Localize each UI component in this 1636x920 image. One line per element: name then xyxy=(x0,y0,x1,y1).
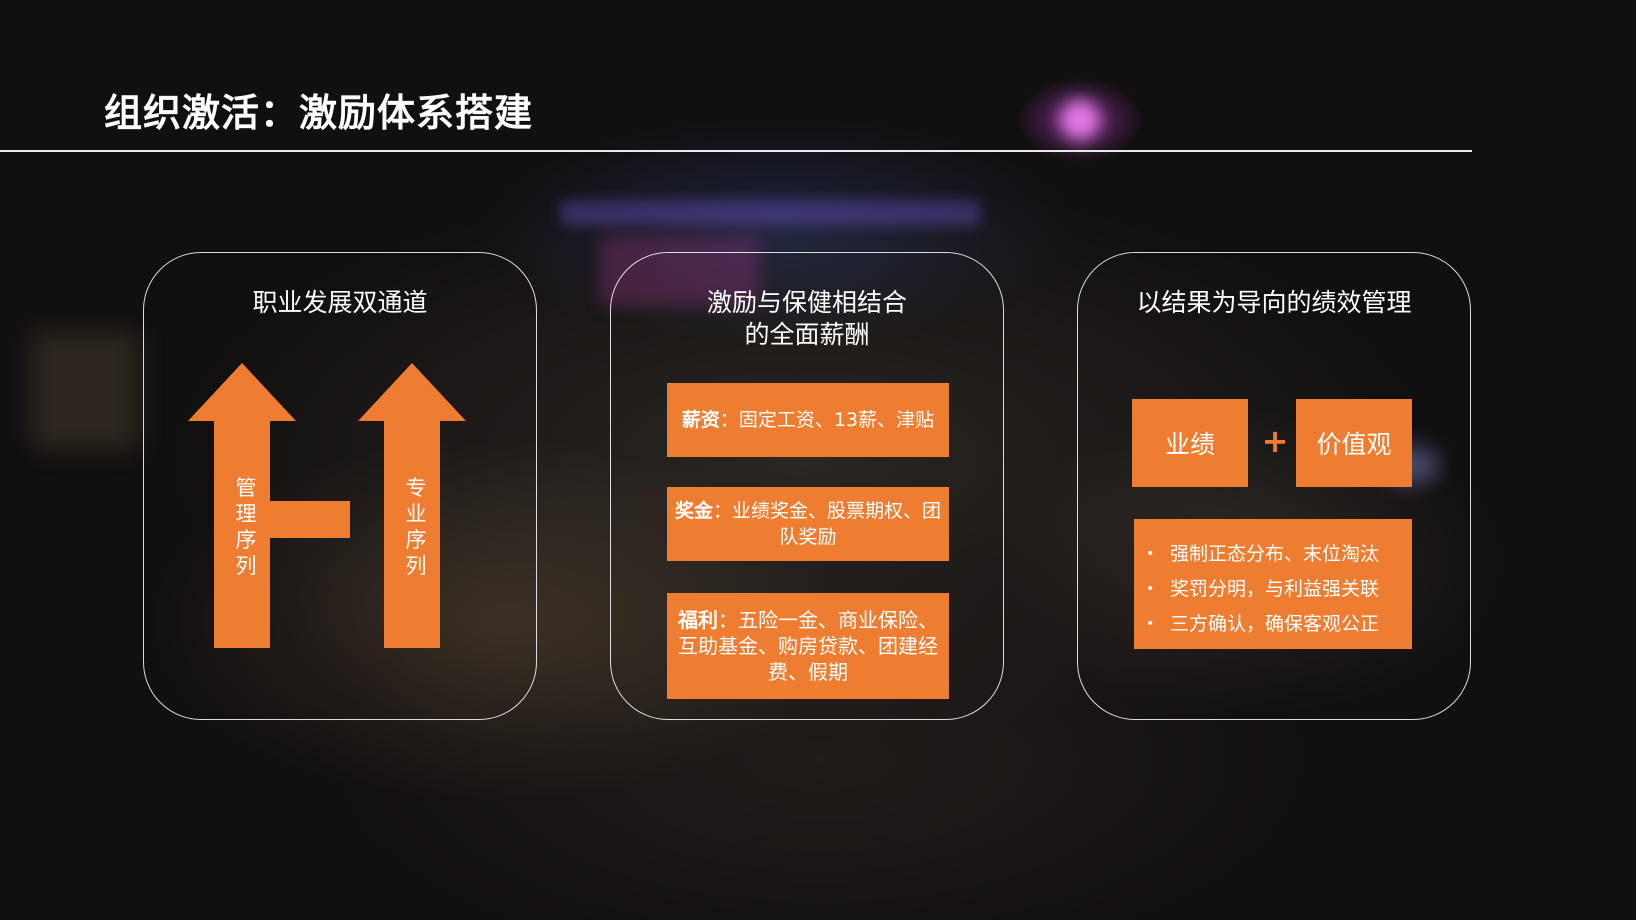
list-item-text: 三方确认，确保客观公正 xyxy=(1170,613,1380,635)
performance-box: 业绩 xyxy=(1132,399,1248,487)
plus-icon: + xyxy=(1261,422,1289,460)
track-char: 管 xyxy=(235,476,257,500)
list-item: • 奖罚分明，与利益强关联 xyxy=(1146,572,1412,607)
list-item: • 强制正态分布、末位淘汰 xyxy=(1146,537,1412,572)
item-label: 奖金 xyxy=(674,500,713,522)
left-arrow xyxy=(188,363,350,648)
item-label: 薪资 xyxy=(681,409,720,431)
track-char: 列 xyxy=(405,554,427,578)
background-light xyxy=(30,330,140,450)
page-title: 组织激活：激励体系搭建 xyxy=(104,91,534,135)
background-light xyxy=(1060,100,1100,140)
track-char: 列 xyxy=(235,554,257,578)
values-box: 价值观 xyxy=(1296,399,1412,487)
compensation-item-salary: 薪资：固定工资、13薪、津贴 xyxy=(667,383,949,457)
item-text: ：固定工资、13薪、津贴 xyxy=(719,409,935,431)
track-char: 业 xyxy=(405,502,427,526)
track-char: 序 xyxy=(235,528,257,552)
panel-total-compensation: 激励与保健相结合 的全面薪酬 薪资：固定工资、13薪、津贴 奖金：业绩奖金、股票… xyxy=(610,252,1004,720)
bullet-icon: • xyxy=(1146,546,1155,562)
track-char: 理 xyxy=(235,502,257,526)
item-text: ：业绩奖金、股票期权、团队奖励 xyxy=(713,500,942,548)
title-divider xyxy=(0,150,1472,152)
bullet-icon: • xyxy=(1146,581,1155,597)
compensation-item-benefits: 福利：五险一金、商业保险、互助基金、购房贷款、团建经费、假期 xyxy=(667,593,949,699)
compensation-item-bonus: 奖金：业绩奖金、股票期权、团队奖励 xyxy=(667,487,949,561)
performance-bullet-list: • 强制正态分布、末位淘汰 • 奖罚分明，与利益强关联 • 三方确认，确保客观公正 xyxy=(1134,519,1412,649)
right-arrow xyxy=(358,363,466,648)
panel-title: 职业发展双通道 xyxy=(252,288,428,317)
item-label: 福利 xyxy=(678,608,718,632)
bullet-icon: • xyxy=(1146,616,1155,632)
h-arrows-graphic xyxy=(188,363,466,648)
item-text: ：五险一金、商业保险、互助基金、购房贷款、团建经费、假期 xyxy=(678,608,938,684)
list-item-text: 奖罚分明，与利益强关联 xyxy=(1170,578,1380,600)
track-char: 专 xyxy=(405,476,427,500)
panel-title: 以结果为导向的绩效管理 xyxy=(1136,288,1412,317)
panel-title-line: 的全面薪酬 xyxy=(744,320,870,349)
background-light xyxy=(560,200,980,226)
list-item-text: 强制正态分布、末位淘汰 xyxy=(1170,543,1380,565)
track-char: 序 xyxy=(405,528,427,552)
panel-performance-management: 以结果为导向的绩效管理 业绩 + 价值观 • 强制正态分布、末位淘汰 • 奖罚分明，… xyxy=(1077,252,1471,720)
panel-career-dual-track: 职业发展双通道 管 理 序 列 专 业 序 列 xyxy=(143,252,537,720)
panel-title: 激励与保健相结合 的全面薪酬 xyxy=(611,287,1003,351)
list-item: • 三方确认，确保客观公正 xyxy=(1146,607,1412,642)
panel-title-line: 激励与保健相结合 xyxy=(706,288,907,317)
